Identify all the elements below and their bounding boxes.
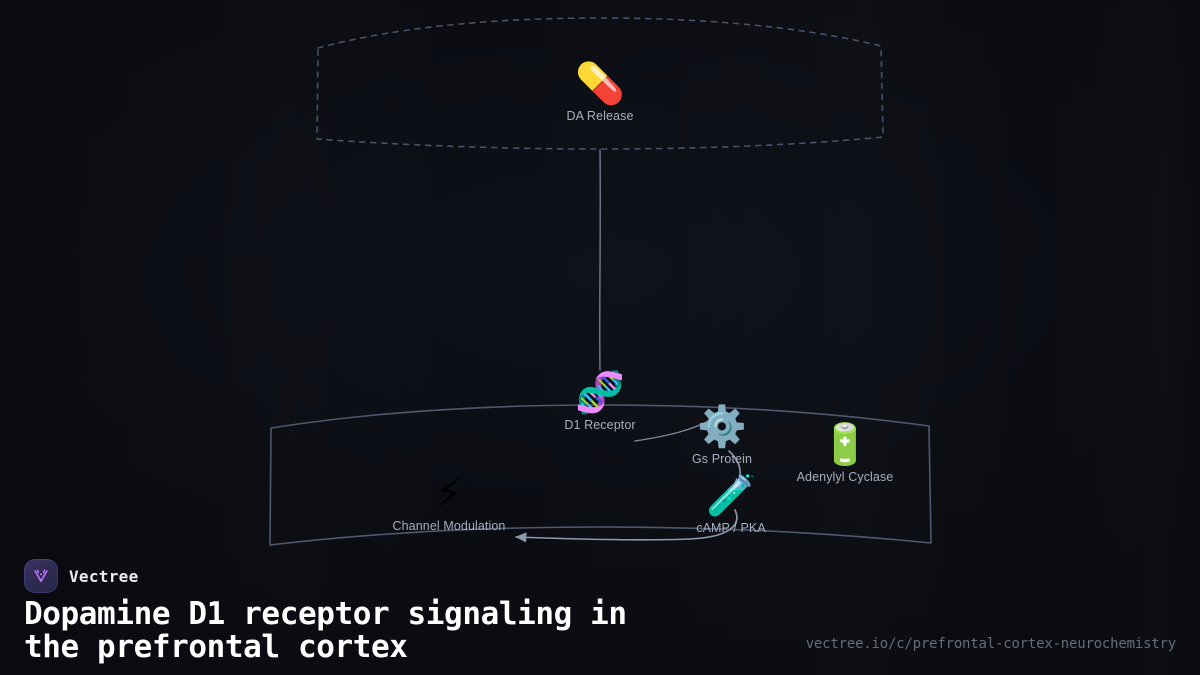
node-label-channel-modulation: Channel Modulation bbox=[392, 519, 506, 533]
edge-d1-receptor-to-gs-protein bbox=[634, 418, 713, 442]
node-label-adenylyl-cyclase: Adenylyl Cyclase bbox=[796, 470, 894, 484]
node-camp-pka[interactable]: 🧪 cAMP / PKA bbox=[651, 474, 811, 536]
node-gs-protein[interactable]: ⚙️ Gs Protein bbox=[642, 405, 802, 467]
lightning-icon: ⚡ bbox=[434, 471, 464, 517]
node-label-camp-pka: cAMP / PKA bbox=[696, 521, 766, 535]
battery-icon: 🔋 bbox=[820, 422, 870, 468]
node-da-release[interactable]: 💊 DA Release bbox=[520, 62, 680, 124]
node-label-da-release: DA Release bbox=[566, 109, 634, 123]
source-url: vectree.io/c/prefrontal-cortex-neurochem… bbox=[805, 636, 1176, 652]
brand-name: Vectree bbox=[69, 566, 139, 586]
node-d1-receptor[interactable]: 🧬 D1 Receptor bbox=[520, 371, 680, 433]
page-title: Dopamine D1 receptor signaling in the pr… bbox=[24, 596, 627, 665]
pill-icon: 💊 bbox=[575, 61, 625, 107]
edge-gs-protein-to-camp-pka bbox=[728, 450, 744, 490]
edge-camp-pka-to-channel-modulation bbox=[515, 509, 738, 543]
node-channel-modulation[interactable]: ⚡ Channel Modulation bbox=[369, 472, 529, 534]
node-adenylyl-cyclase[interactable]: 🔋 Adenylyl Cyclase bbox=[765, 423, 925, 485]
dna-icon: 🧬 bbox=[575, 370, 625, 416]
edge-da-release-to-d1-receptor bbox=[598, 149, 602, 371]
node-label-gs-protein: Gs Protein bbox=[691, 452, 753, 466]
gear-icon: ⚙️ bbox=[697, 404, 747, 450]
brand-lockup[interactable]: Vectree bbox=[24, 559, 139, 593]
postsynaptic-group-border bbox=[269, 404, 932, 546]
vectree-v-mark-icon bbox=[24, 559, 58, 593]
node-label-d1-receptor: D1 Receptor bbox=[564, 418, 636, 432]
footer-bar: Vectree Dopamine D1 receptor signaling i… bbox=[0, 545, 1200, 675]
presynaptic-group-border bbox=[316, 17, 884, 150]
test-tube-icon: 🧪 bbox=[706, 473, 756, 519]
